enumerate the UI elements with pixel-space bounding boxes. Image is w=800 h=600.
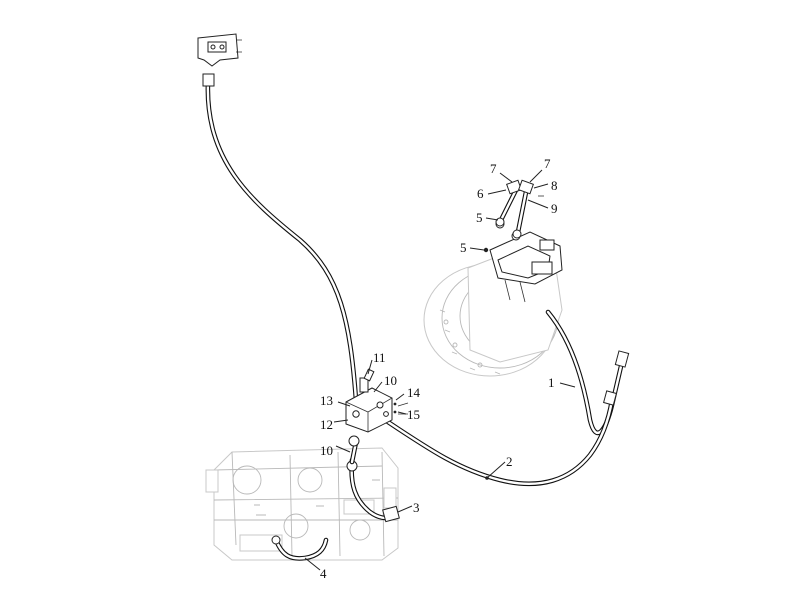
valve-block: [345, 368, 409, 433]
callout-7b: 7: [544, 156, 551, 171]
hydraulic-pump: [205, 447, 399, 561]
callout-10b: 10: [320, 443, 333, 458]
callout-1: 1: [548, 375, 555, 390]
callout-7a: 7: [490, 161, 497, 176]
travel-motor: [423, 219, 563, 377]
hose-2: [385, 390, 617, 487]
motor-top-fittings: [495, 179, 544, 239]
callout-12: 12: [320, 417, 333, 432]
top-bracket: [197, 33, 242, 67]
leader-lines: [304, 169, 576, 571]
callout-5a: 5: [476, 210, 483, 225]
callout-10a: 10: [384, 373, 397, 388]
callout-5b: 5: [460, 240, 467, 255]
callout-13: 13: [320, 393, 333, 408]
callout-15: 15: [407, 407, 420, 422]
callout-11: 11: [373, 350, 386, 365]
hose-1: [545, 309, 630, 436]
callout-2: 2: [506, 454, 513, 469]
callout-6: 6: [477, 186, 484, 201]
callout-4: 4: [320, 566, 327, 581]
callout-14: 14: [407, 385, 421, 400]
upper-hose: [202, 73, 359, 403]
valve-pump-hose: [348, 435, 360, 465]
callout-3: 3: [413, 500, 420, 515]
callout-9: 9: [551, 201, 558, 216]
callout-8: 8: [551, 178, 558, 193]
callouts: 1 2 3 4 5 5 6 7 7 8 9 10 10 11 12 13 14 …: [320, 156, 558, 581]
